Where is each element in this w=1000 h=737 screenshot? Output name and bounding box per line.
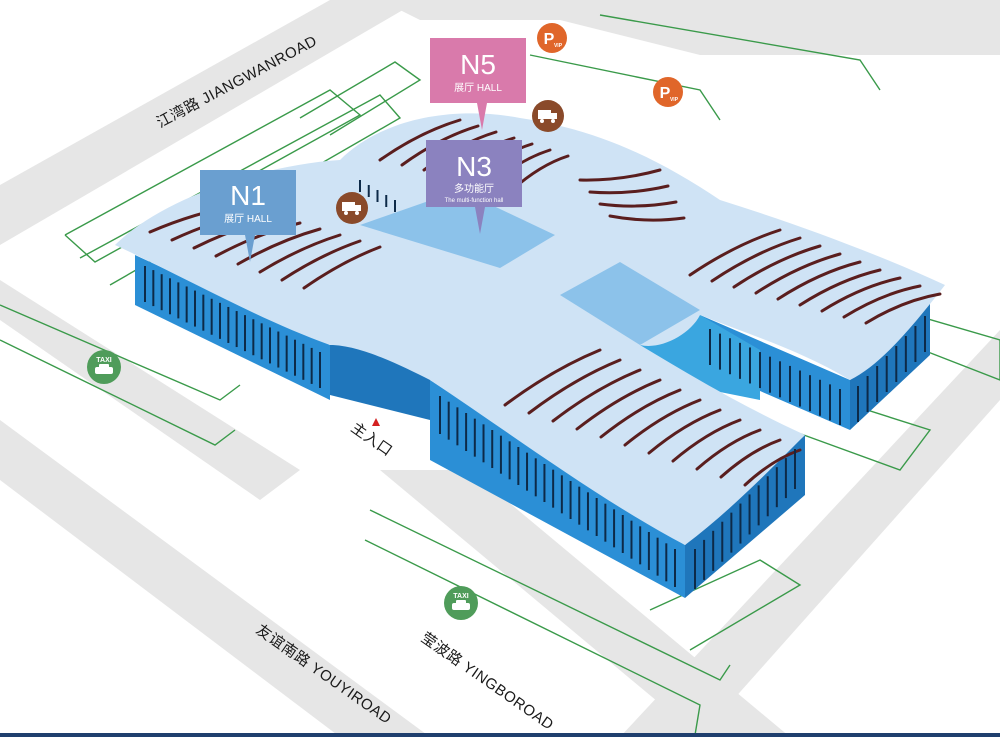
truck-cab [551, 113, 557, 119]
jiangwan-road-label: 江湾路 JIANGWANROAD [154, 32, 320, 131]
lobby-block [330, 330, 430, 420]
glass-atrium [360, 190, 555, 268]
roof-rib [578, 168, 662, 182]
parking-letter: P [544, 31, 555, 48]
east-hall-end-wall [850, 300, 930, 430]
top-road [380, 0, 1000, 55]
roof-rib [378, 118, 462, 162]
bottom-border [0, 733, 1000, 737]
roof-rib [599, 388, 682, 439]
south-hall-end-wall [685, 435, 805, 598]
roof-rib [710, 236, 802, 283]
south-hall-wall [430, 380, 685, 598]
parking-sub: VIP [670, 97, 679, 103]
hall-subtitle: The multi-function hall [445, 198, 504, 204]
roof-rib [798, 268, 882, 307]
truck-wheel [355, 211, 359, 215]
roof-rib [236, 227, 322, 266]
hall-code: N1 [230, 180, 266, 211]
roof [115, 113, 945, 545]
hall-name: 展厅 HALL [224, 213, 272, 225]
taxi-car-body [452, 603, 470, 610]
truck-icon[interactable] [336, 192, 368, 224]
roof-rib [503, 348, 602, 407]
taxi-icon[interactable]: TAXI [444, 586, 478, 620]
roof-rib [719, 438, 782, 479]
roof-rib [302, 245, 382, 290]
hall-marker-n3-shape [426, 140, 522, 234]
n1-side-wall [135, 255, 330, 400]
truck-body [538, 110, 551, 119]
hall-marker-n5[interactable]: N5 展厅 HALL [430, 38, 526, 130]
hall-code: N3 [456, 151, 492, 182]
vip-parking-icon[interactable]: P VIP [537, 23, 567, 53]
exhibition-building [115, 113, 945, 598]
roof-rib [575, 378, 662, 431]
taxi-car-roof [99, 364, 109, 368]
roof-rib [527, 358, 622, 415]
vip-parking-icon[interactable]: P VIP [653, 77, 683, 107]
roof-rib [588, 184, 670, 195]
hall-name: 展厅 HALL [454, 82, 502, 94]
taxi-car-roof [456, 600, 466, 604]
roof-rib [551, 368, 642, 423]
roof-rib [754, 252, 842, 295]
glass-panel-east [560, 262, 700, 345]
roof-rib [864, 292, 942, 325]
taxi-car-body [95, 367, 113, 374]
jiangwan-road [0, 0, 420, 245]
hall-marker-n1-shape [200, 170, 296, 262]
yingbo-road-label: 莹波路 YINGBOROAD [418, 629, 557, 733]
hall-marker-n3[interactable]: N3 多功能厅 The multi-function hall [426, 140, 522, 234]
taxi-label: TAXI [96, 357, 111, 364]
hall-name: 多功能厅 [454, 182, 494, 195]
roof-rib [280, 239, 362, 282]
hall-marker-n1[interactable]: N1 展厅 HALL [200, 170, 296, 262]
taxi-label: TAXI [453, 593, 468, 600]
parking-circle [653, 77, 683, 107]
entrance-marker-icon [372, 418, 380, 426]
entrance-label: 主入口 [348, 419, 396, 460]
truck-wheel [344, 211, 348, 215]
parking-letter: P [660, 85, 671, 102]
truck-icon[interactable] [532, 100, 564, 132]
roof-rib [842, 284, 922, 319]
roof-rib [695, 428, 762, 471]
wall-stripes [144, 180, 926, 589]
truck-cab [355, 205, 361, 211]
roof-rib [647, 408, 722, 455]
roof-rib [258, 233, 342, 274]
west-service-road [0, 280, 300, 500]
truck-body [342, 202, 355, 211]
truck-wheel [540, 119, 544, 123]
hall-marker-n5-shape [430, 38, 526, 130]
roof-rib [776, 260, 862, 301]
roof-rib [623, 398, 702, 447]
yingbo-road [380, 470, 790, 737]
taxi-icon[interactable]: TAXI [87, 350, 121, 384]
main-entrance[interactable]: 主入口 [348, 418, 396, 460]
roof-rib [732, 244, 822, 289]
hall-code: N5 [460, 49, 496, 80]
roof-rib [598, 200, 678, 208]
youyi-road [0, 420, 430, 737]
parking-sub: VIP [554, 43, 563, 49]
truck-wheel [551, 119, 555, 123]
parking-outlines [0, 14, 1000, 736]
roof-rib [608, 214, 686, 222]
roof-rib [820, 276, 902, 313]
parking-circle [537, 23, 567, 53]
roof-rib [671, 418, 742, 463]
roof-rib [688, 228, 782, 277]
